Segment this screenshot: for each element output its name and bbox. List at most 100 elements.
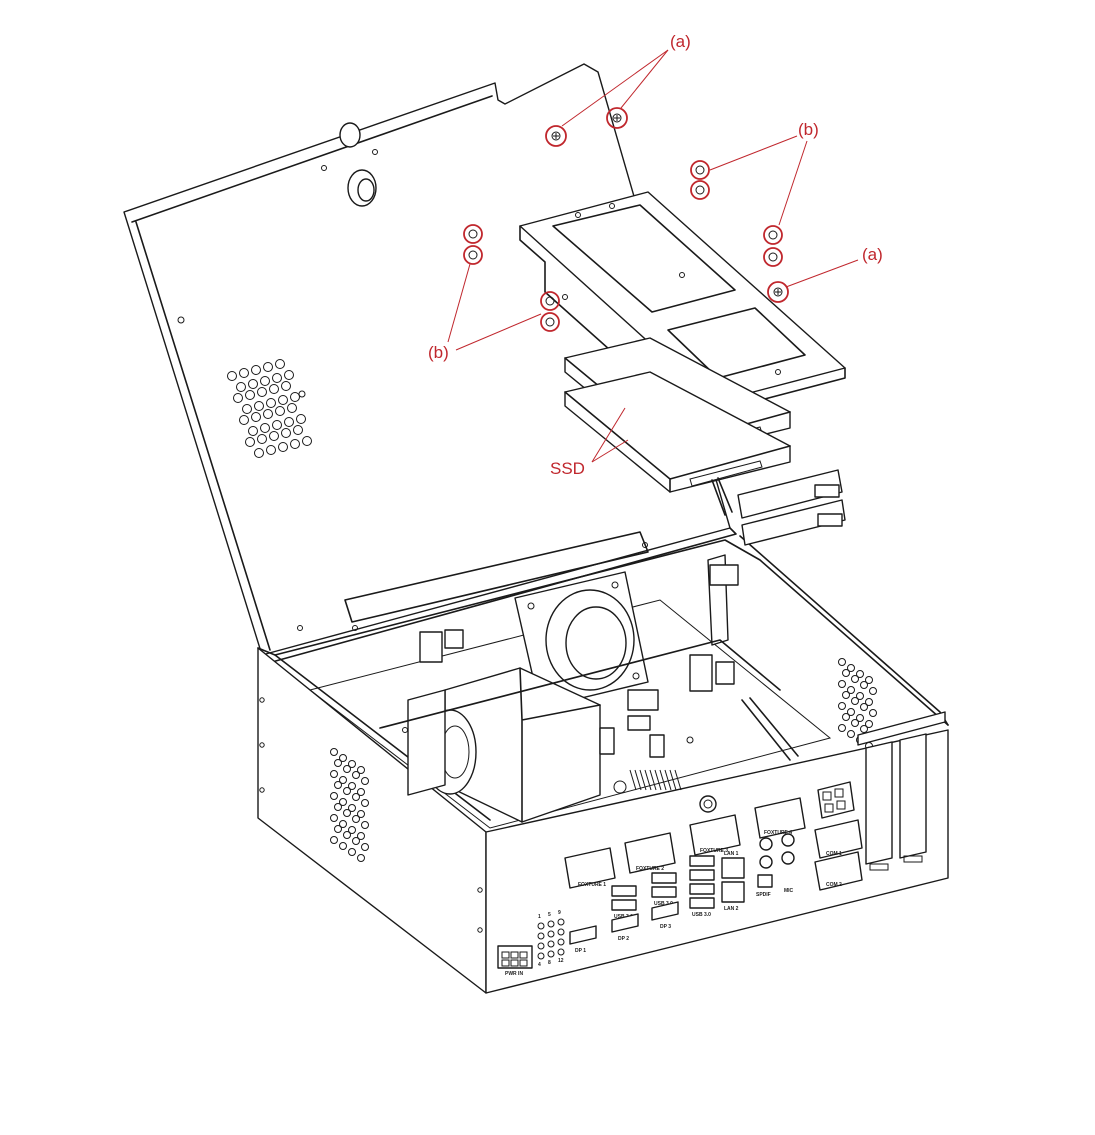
lid-vent-hole (290, 392, 300, 402)
heatsink-fin (664, 769, 672, 791)
dp-port-2: DP 2 (611, 913, 639, 942)
right-vent-hole (838, 658, 846, 666)
side-vent-hole (352, 837, 360, 845)
lid-vent-hole (296, 414, 306, 424)
pin-hole (537, 922, 545, 930)
right-vent-hole (856, 714, 864, 722)
screw-a-2 (606, 107, 628, 129)
heatsink-fin (634, 769, 642, 791)
callout-b-left: (b) (428, 343, 449, 362)
screw-a-3 (767, 281, 789, 303)
side-vent-hole (330, 770, 338, 778)
pin-hole (557, 928, 565, 936)
label-lan2: LAN 2 (724, 906, 739, 912)
side-vent-hole (348, 848, 356, 856)
pin-hole (557, 938, 565, 946)
cooling-fan (514, 571, 649, 709)
lid-vent-hole (272, 373, 282, 383)
label-foxture-3: FOXTURE 3 (700, 848, 728, 854)
audio-jacks: SPDIF MIC (756, 833, 795, 898)
board-connectors (402, 554, 799, 794)
lid-vent-hole (233, 393, 243, 403)
label-lan1: LAN 1 (724, 851, 739, 857)
lid-vent-hole (254, 401, 264, 411)
lan-port-2: LAN 2 (721, 881, 745, 912)
pin-hole (537, 952, 545, 960)
pin-hole (547, 940, 555, 948)
right-vent-hole (851, 675, 859, 683)
side-vent-hole (339, 842, 347, 850)
screws-b (463, 160, 783, 332)
side-vent-hole (330, 836, 338, 844)
callout-leaders (447, 49, 859, 463)
right-vent-hole (842, 713, 850, 721)
right-vent-hole (842, 669, 850, 677)
lid-vent-hole (275, 359, 285, 369)
side-vent-hole (357, 766, 365, 774)
label-foxture-2: FOXTURE 2 (636, 866, 664, 872)
right-vent-hole (838, 702, 846, 710)
callout-a-top: (a) (670, 32, 691, 51)
lid-vent-hole (239, 415, 249, 425)
lid-vent-hole (272, 420, 282, 430)
side-vent-hole (348, 782, 356, 790)
heatsink-fins (629, 769, 682, 791)
callout-b-top-right: (b) (798, 120, 819, 139)
pin-label-12: 12 (558, 958, 564, 964)
pin-label-8: 8 (548, 960, 551, 966)
screw-a-1 (545, 125, 567, 147)
side-vent-hole (357, 788, 365, 796)
lid-vent-hole (245, 437, 255, 447)
lid-vent-hole (263, 362, 273, 372)
lid-vent-hole (293, 425, 303, 435)
lid-vent-hole (275, 406, 285, 416)
pin-label-4: 4 (538, 962, 541, 968)
side-vent-hole (330, 792, 338, 800)
pin-label-5: 5 (548, 912, 551, 918)
usb-stack-3: USB 3.0 (689, 855, 715, 918)
lid-knob (321, 122, 378, 207)
lid-vent-hole (278, 395, 288, 405)
side-vent-hole (348, 804, 356, 812)
display-connector-2: FOXTURE 2 (624, 832, 676, 874)
right-vent-hole (847, 708, 855, 716)
right-vent-hole (860, 725, 868, 733)
lid-vent-hole (251, 365, 261, 375)
lid-vent-hole (269, 431, 279, 441)
side-vent-hole (334, 781, 342, 789)
side-vent-hole (352, 771, 360, 779)
label-mic: MIC (784, 888, 794, 894)
side-vent-hole (352, 815, 360, 823)
sata-connectors (737, 469, 846, 546)
label-dp2: DP 2 (618, 936, 629, 942)
label-dp3: DP 3 (660, 924, 671, 930)
right-vent-hole (865, 676, 873, 684)
pin-label-1: 1 (538, 914, 541, 920)
label-power-in: PWR IN (505, 971, 523, 977)
lid-vent-hole (242, 404, 252, 414)
lid-vent-hole (302, 436, 312, 446)
lid-vent-hole (287, 403, 297, 413)
lid-vent-hole (284, 370, 294, 380)
heatsink-fin (659, 769, 667, 791)
lan-port-1: LAN 1 (721, 851, 745, 879)
heatsink-fin (649, 769, 657, 791)
com-port-1: COM 1 (814, 819, 863, 859)
lid-vent-hole (248, 379, 258, 389)
usb-stack-2: USB 3.0 (651, 872, 677, 907)
side-vent-hole (357, 854, 365, 862)
heatsink (407, 667, 601, 823)
display-connector-4: FOXTURE 4 (754, 797, 806, 839)
lid-vent (227, 359, 312, 458)
power-input-connector: PWR IN (497, 945, 533, 977)
pin-hole (547, 930, 555, 938)
rear-io-panel: FOXTURE 1 FOXTURE 2 FOXTURE 3 FOXTURE 4 … (497, 781, 863, 977)
side-vent-hole (339, 754, 347, 762)
side-vent-hole (357, 810, 365, 818)
label-com-1: COM 1 (826, 851, 842, 857)
lid-vent-hole (284, 417, 294, 427)
side-vent-hole (343, 787, 351, 795)
display-connector-1: FOXTURE 1 (564, 847, 616, 889)
side-vent-hole (339, 820, 347, 828)
